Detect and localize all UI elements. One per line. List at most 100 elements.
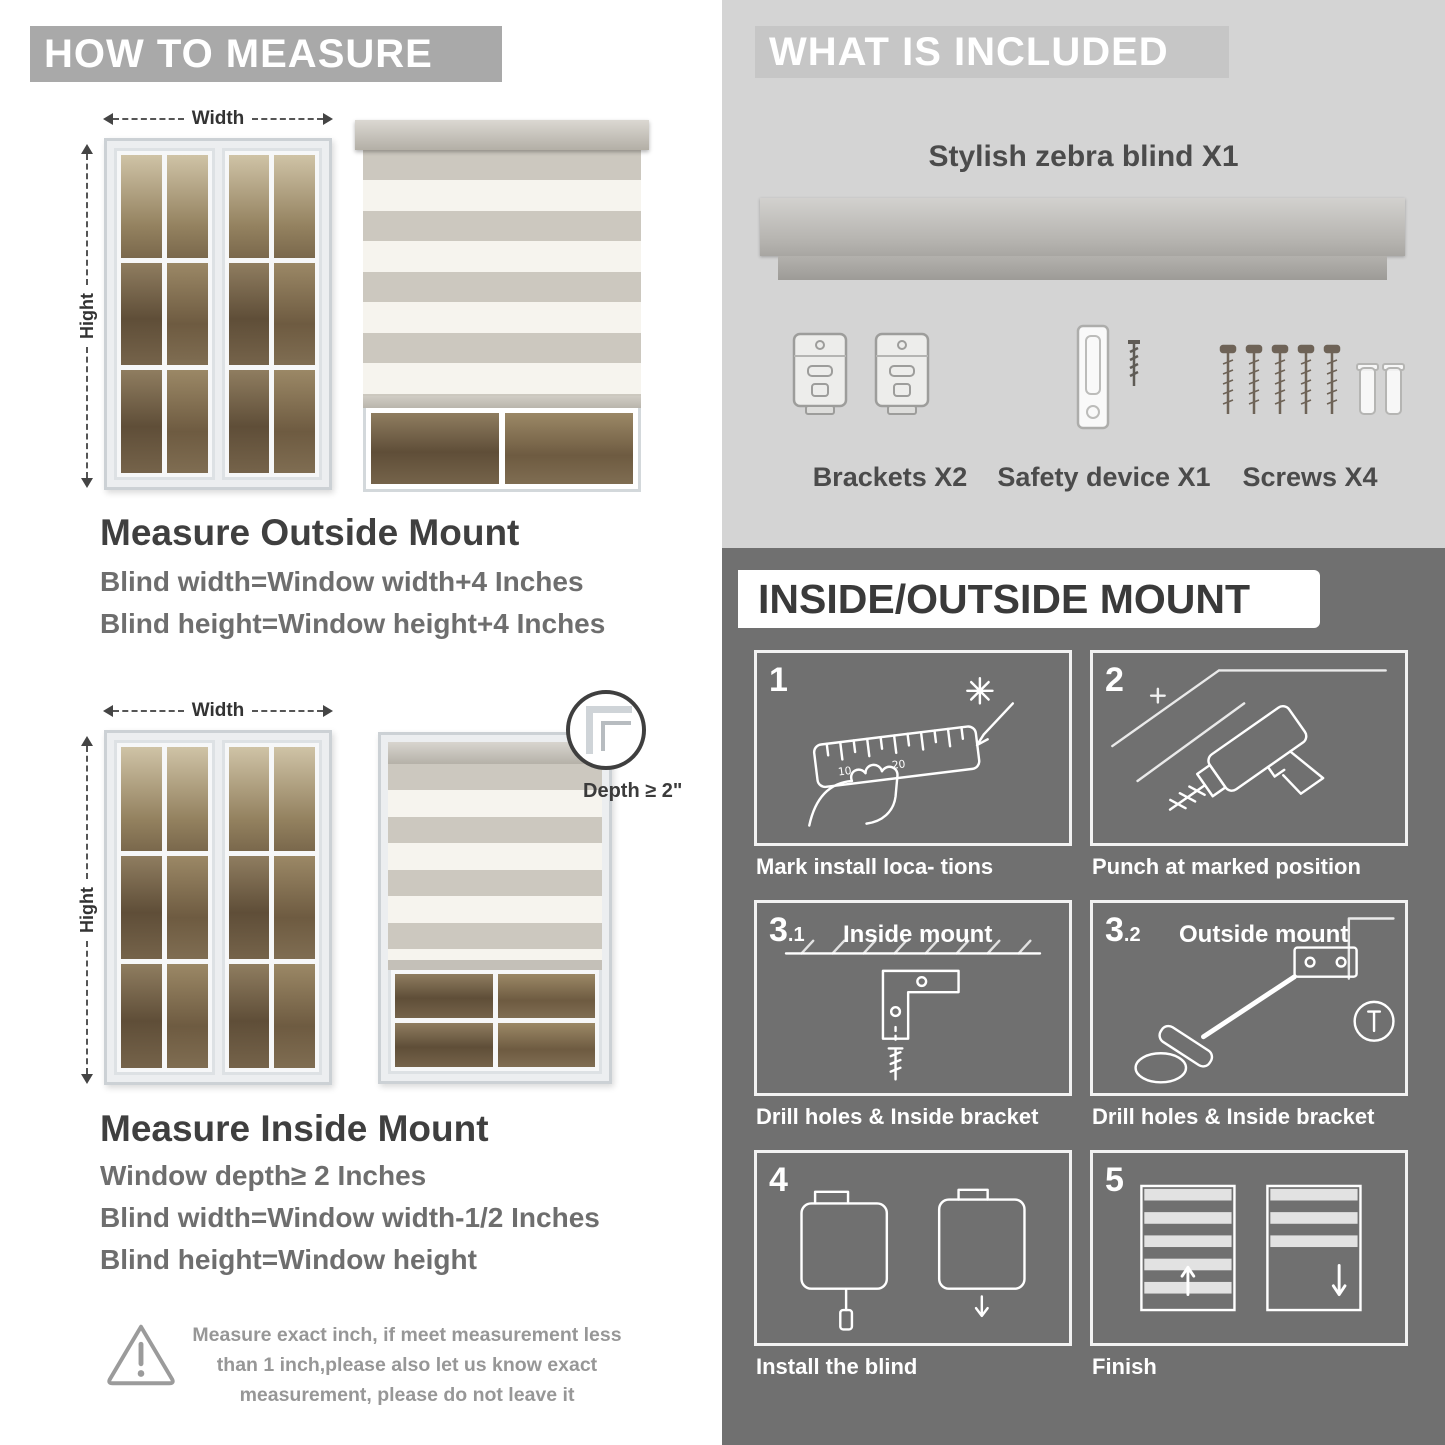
step-panel-3-2: 3.2 Outside mount xyxy=(1090,900,1408,1096)
step-caption: Install the blind xyxy=(756,1354,918,1379)
window-pane xyxy=(121,370,162,473)
window-pane xyxy=(228,155,270,258)
step-title: Outside mount xyxy=(1179,921,1349,948)
outside-mount-line: Blind width=Window width+4 Inches xyxy=(100,566,584,597)
screws-icon xyxy=(1219,344,1405,415)
window-illustration-inside xyxy=(104,730,332,1085)
window-pane xyxy=(121,262,162,366)
inside-mount-title: Measure Inside Mount xyxy=(100,1108,489,1149)
window-pane xyxy=(274,964,315,1068)
window-pane xyxy=(166,155,208,258)
window-pane xyxy=(121,155,162,258)
step-number: 3.1 xyxy=(769,911,805,949)
drill-illustration xyxy=(1111,669,1387,811)
window-pane xyxy=(371,413,499,484)
width-label: Width xyxy=(191,700,245,721)
depth-label: Depth ≥ 2" xyxy=(583,780,683,802)
arrow-right-icon xyxy=(323,113,333,125)
window-pane xyxy=(274,747,315,851)
arrow-up-icon xyxy=(81,144,93,154)
install-blind-illustration xyxy=(800,1188,1026,1331)
width-arrow: Width xyxy=(103,700,333,722)
height-label: Hight xyxy=(76,293,97,339)
zebra-blind-illustration-inside xyxy=(378,732,612,1084)
outside-mount-line: Blind height=Window height+4 Inches xyxy=(100,608,606,639)
arrow-down-icon xyxy=(81,478,93,489)
blind-bottomrail-photo xyxy=(778,256,1387,280)
svg-text:20: 20 xyxy=(891,757,906,772)
window-below-blind xyxy=(388,970,602,1074)
window-sash xyxy=(221,740,322,1075)
width-label: Width xyxy=(191,108,245,129)
what-is-included-section: WHAT IS INCLUDED Stylish zebra blind X1 xyxy=(722,0,1445,548)
bracket-icon xyxy=(792,332,848,415)
how-to-measure-header: HOW TO MEASURE xyxy=(30,26,502,82)
window-pane xyxy=(166,262,208,366)
window-pane xyxy=(274,855,315,960)
mark-location-illustration: 10 20 xyxy=(808,676,1015,827)
safety-device-icon xyxy=(1076,324,1140,430)
blind-stripes xyxy=(363,150,641,396)
arrow-up-icon xyxy=(81,736,93,746)
outside-mount-title: Measure Outside Mount xyxy=(100,512,520,553)
height-arrow: Hight xyxy=(76,144,98,489)
window-pane xyxy=(228,964,270,1068)
step-panel-3-1: 3.1 Inside mount xyxy=(754,900,1072,1096)
window-sash xyxy=(114,148,215,480)
arrow-left-icon xyxy=(103,113,113,125)
window-below-blind xyxy=(363,408,641,492)
blind-headrail xyxy=(355,120,649,150)
what-is-included-header: WHAT IS INCLUDED xyxy=(755,26,1229,78)
inside-mount-line: Blind width=Window width-1/2 Inches xyxy=(100,1202,600,1233)
arrow-left-icon xyxy=(103,705,113,717)
arrow-down-icon xyxy=(81,1074,93,1085)
warning-icon xyxy=(107,1324,175,1386)
window-pane xyxy=(166,370,208,473)
bracket-icon xyxy=(874,332,930,415)
window-pane xyxy=(228,262,270,366)
window-pane xyxy=(166,855,208,960)
step-number: 3.2 xyxy=(1105,911,1141,949)
blind-bottomrail xyxy=(363,396,641,408)
safety-device-label: Safety device X1 xyxy=(997,462,1211,492)
window-pane xyxy=(121,855,162,960)
screws-label: Screws X4 xyxy=(1242,462,1378,492)
window-pane xyxy=(497,974,595,1018)
blind-item-label: Stylish zebra blind X1 xyxy=(928,140,1239,173)
mount-section-header: INSIDE/OUTSIDE MOUNT xyxy=(738,570,1320,628)
step-number: 4 xyxy=(769,1161,788,1199)
zebra-blind-illustration-outside xyxy=(355,120,649,492)
width-arrow: Width xyxy=(103,108,333,130)
step-caption: Punch at marked position xyxy=(1092,854,1361,879)
inside-bracket-illustration xyxy=(784,939,1042,1081)
blind-stripes xyxy=(388,764,602,960)
depth-detail-circle xyxy=(566,690,646,770)
window-pane xyxy=(274,262,315,366)
brackets-icons xyxy=(788,328,934,420)
blind-headrail xyxy=(388,742,602,764)
window-illustration-outside xyxy=(104,138,332,490)
window-pane xyxy=(228,747,270,851)
window-pane xyxy=(497,1023,595,1067)
window-pane xyxy=(505,413,633,484)
window-pane xyxy=(166,964,208,1068)
step-number: 5 xyxy=(1105,1161,1124,1199)
blind-bottomrail xyxy=(388,960,602,970)
measurement-warning-text: Measure exact inch, if meet measurement … xyxy=(192,1324,622,1407)
window-pane xyxy=(274,370,315,473)
step-caption: Mark install loca- tions xyxy=(756,854,994,879)
window-pane xyxy=(166,747,208,851)
window-pane xyxy=(228,855,270,960)
step-caption: Drill holes & Inside bracket xyxy=(1092,1104,1375,1129)
step-number: 1 xyxy=(769,661,788,699)
svg-text:10: 10 xyxy=(837,764,852,779)
step-caption: Finish xyxy=(1092,1354,1157,1379)
step-number: 2 xyxy=(1105,661,1124,699)
window-pane xyxy=(395,1023,493,1067)
window-sash xyxy=(221,148,322,480)
height-label: Hight xyxy=(76,887,97,933)
finish-illustration xyxy=(1140,1184,1362,1312)
step-title: Inside mount xyxy=(843,921,993,948)
step-panel-2: 2 xyxy=(1090,650,1408,846)
